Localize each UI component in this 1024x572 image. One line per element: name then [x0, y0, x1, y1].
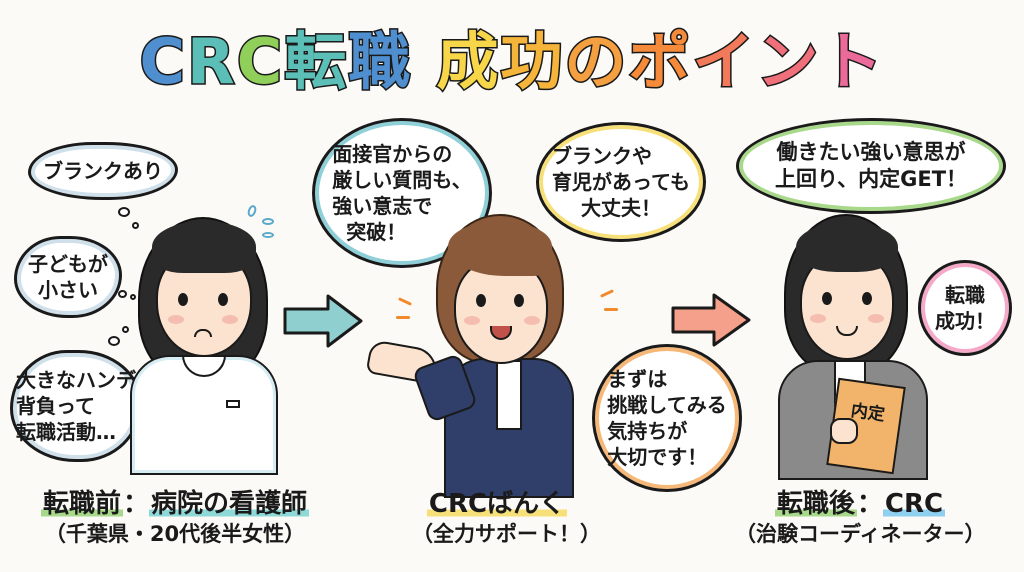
after-label: 転職後 — [774, 489, 857, 519]
eye — [514, 294, 524, 307]
title-char: イ — [691, 24, 757, 100]
bubble-line: まずは — [607, 367, 668, 391]
bubble-line: 強い意志で — [332, 194, 433, 218]
title-char: 成 — [435, 24, 501, 100]
thought-dot — [118, 290, 127, 298]
page-title: CRC転職成功のポイント — [0, 22, 1024, 102]
blush — [168, 315, 184, 324]
hand — [830, 418, 858, 444]
speech-bubble-blank-ok: ブランクや 育児があっても 大丈夫！ — [536, 122, 706, 242]
thought-bubble-child: 子どもが 小さい — [14, 236, 122, 318]
eye — [178, 293, 188, 306]
eye — [862, 292, 872, 305]
after-caption: 転職後：CRC （治験コーディネーター） — [735, 488, 986, 548]
sweat-drop-icon — [262, 218, 274, 225]
blush — [810, 314, 826, 323]
bubble-line: 突破！ — [346, 220, 407, 244]
bubble-line: 上回り、内定GET！ — [774, 167, 968, 191]
support-caption: CRCばんく （全力サポート！） — [412, 488, 601, 548]
thought-dot — [108, 336, 120, 346]
bubble-line: 育児があっても — [552, 170, 690, 194]
bubble-line: 大丈夫！ — [581, 196, 661, 220]
eye — [476, 294, 486, 307]
speech-bubble-success: 転職 成功！ — [918, 260, 1012, 356]
support-subcaption: （全力サポート！） — [412, 522, 601, 546]
bangs — [152, 221, 256, 273]
after-job: CRC — [882, 489, 946, 519]
before-subcaption: （千葉県・20代後半女性） — [44, 522, 306, 546]
thought-line: ブランクあり — [43, 159, 163, 183]
arrow-right-icon — [283, 294, 363, 348]
sparkle-icon — [604, 308, 618, 311]
title-char: R — [186, 24, 237, 100]
bangs — [448, 222, 552, 276]
after-subcaption: （治験コーディネーター） — [735, 522, 986, 546]
eye — [218, 293, 228, 306]
title-char: ト — [819, 24, 885, 100]
thought-line: 背負って — [16, 394, 95, 418]
title-char: 功 — [499, 24, 565, 100]
sparkle-icon — [600, 289, 614, 298]
bubble-line: 大切です！ — [607, 445, 708, 469]
smile-mouth — [490, 326, 512, 340]
title-char: 転 — [283, 24, 349, 100]
blush — [868, 314, 884, 323]
blush — [524, 316, 540, 325]
thought-bubble-blank: ブランクあり — [28, 142, 178, 200]
bubble-line: 成功！ — [935, 309, 995, 333]
sweat-drop-icon — [262, 232, 274, 238]
bubble-line: 厳しい質問も、 — [332, 168, 472, 192]
title-char: 職 — [347, 24, 413, 100]
bubble-line: 気持ちが — [607, 419, 688, 443]
thought-dot — [118, 207, 130, 217]
speech-bubble-offer: 働きたい強い意思が 上回り、内定GET！ — [736, 118, 1006, 214]
pen-pocket — [226, 400, 240, 408]
before-job: 病院の看護師 — [149, 489, 310, 519]
caption-separator: ： — [122, 489, 149, 519]
shirt — [496, 360, 522, 430]
before-caption: 転職前：病院の看護師 （千葉県・20代後半女性） — [20, 488, 330, 548]
bubble-line: ブランクや — [552, 144, 652, 168]
caption-separator: ： — [856, 489, 883, 519]
nurse-character — [130, 205, 280, 475]
thought-bubble-handicap: 大きなハンデ 背負って 転職活動… — [10, 350, 142, 462]
sparkle-icon — [396, 316, 410, 319]
thought-line: 大きなハンデ — [16, 368, 136, 392]
before-label: 転職前 — [40, 489, 123, 519]
speech-bubble-interview: 面接官からの 厳しい質問も、 強い意志で 突破！ — [312, 118, 492, 268]
title-char: の — [563, 24, 629, 100]
eye — [822, 292, 832, 305]
bangs — [796, 222, 898, 272]
bubble-line: 働きたい強い意思が — [776, 139, 966, 164]
title-char: ポ — [627, 24, 693, 100]
thought-line: 転職活動… — [16, 420, 116, 444]
bubble-line: 面接官からの — [332, 142, 453, 166]
blush — [464, 316, 480, 325]
service-name: CRCばんく — [426, 489, 568, 519]
thought-dot — [132, 222, 139, 229]
blush — [222, 315, 238, 324]
thought-line: 子どもが — [28, 252, 108, 276]
arrow-right-icon — [671, 293, 751, 347]
thought-dot — [130, 294, 136, 300]
worried-mouth — [194, 329, 212, 337]
title-char: C — [138, 24, 188, 100]
title-char: C — [235, 24, 285, 100]
title-char: ン — [755, 24, 821, 100]
thought-line: 小さい — [38, 278, 98, 302]
bubble-line: 挑戦してみる — [607, 393, 727, 417]
speech-bubble-challenge: まずは 挑戦してみる 気持ちが 大切です！ — [592, 344, 742, 492]
bubble-line: 転職 — [945, 283, 985, 307]
thought-dot — [122, 326, 129, 333]
